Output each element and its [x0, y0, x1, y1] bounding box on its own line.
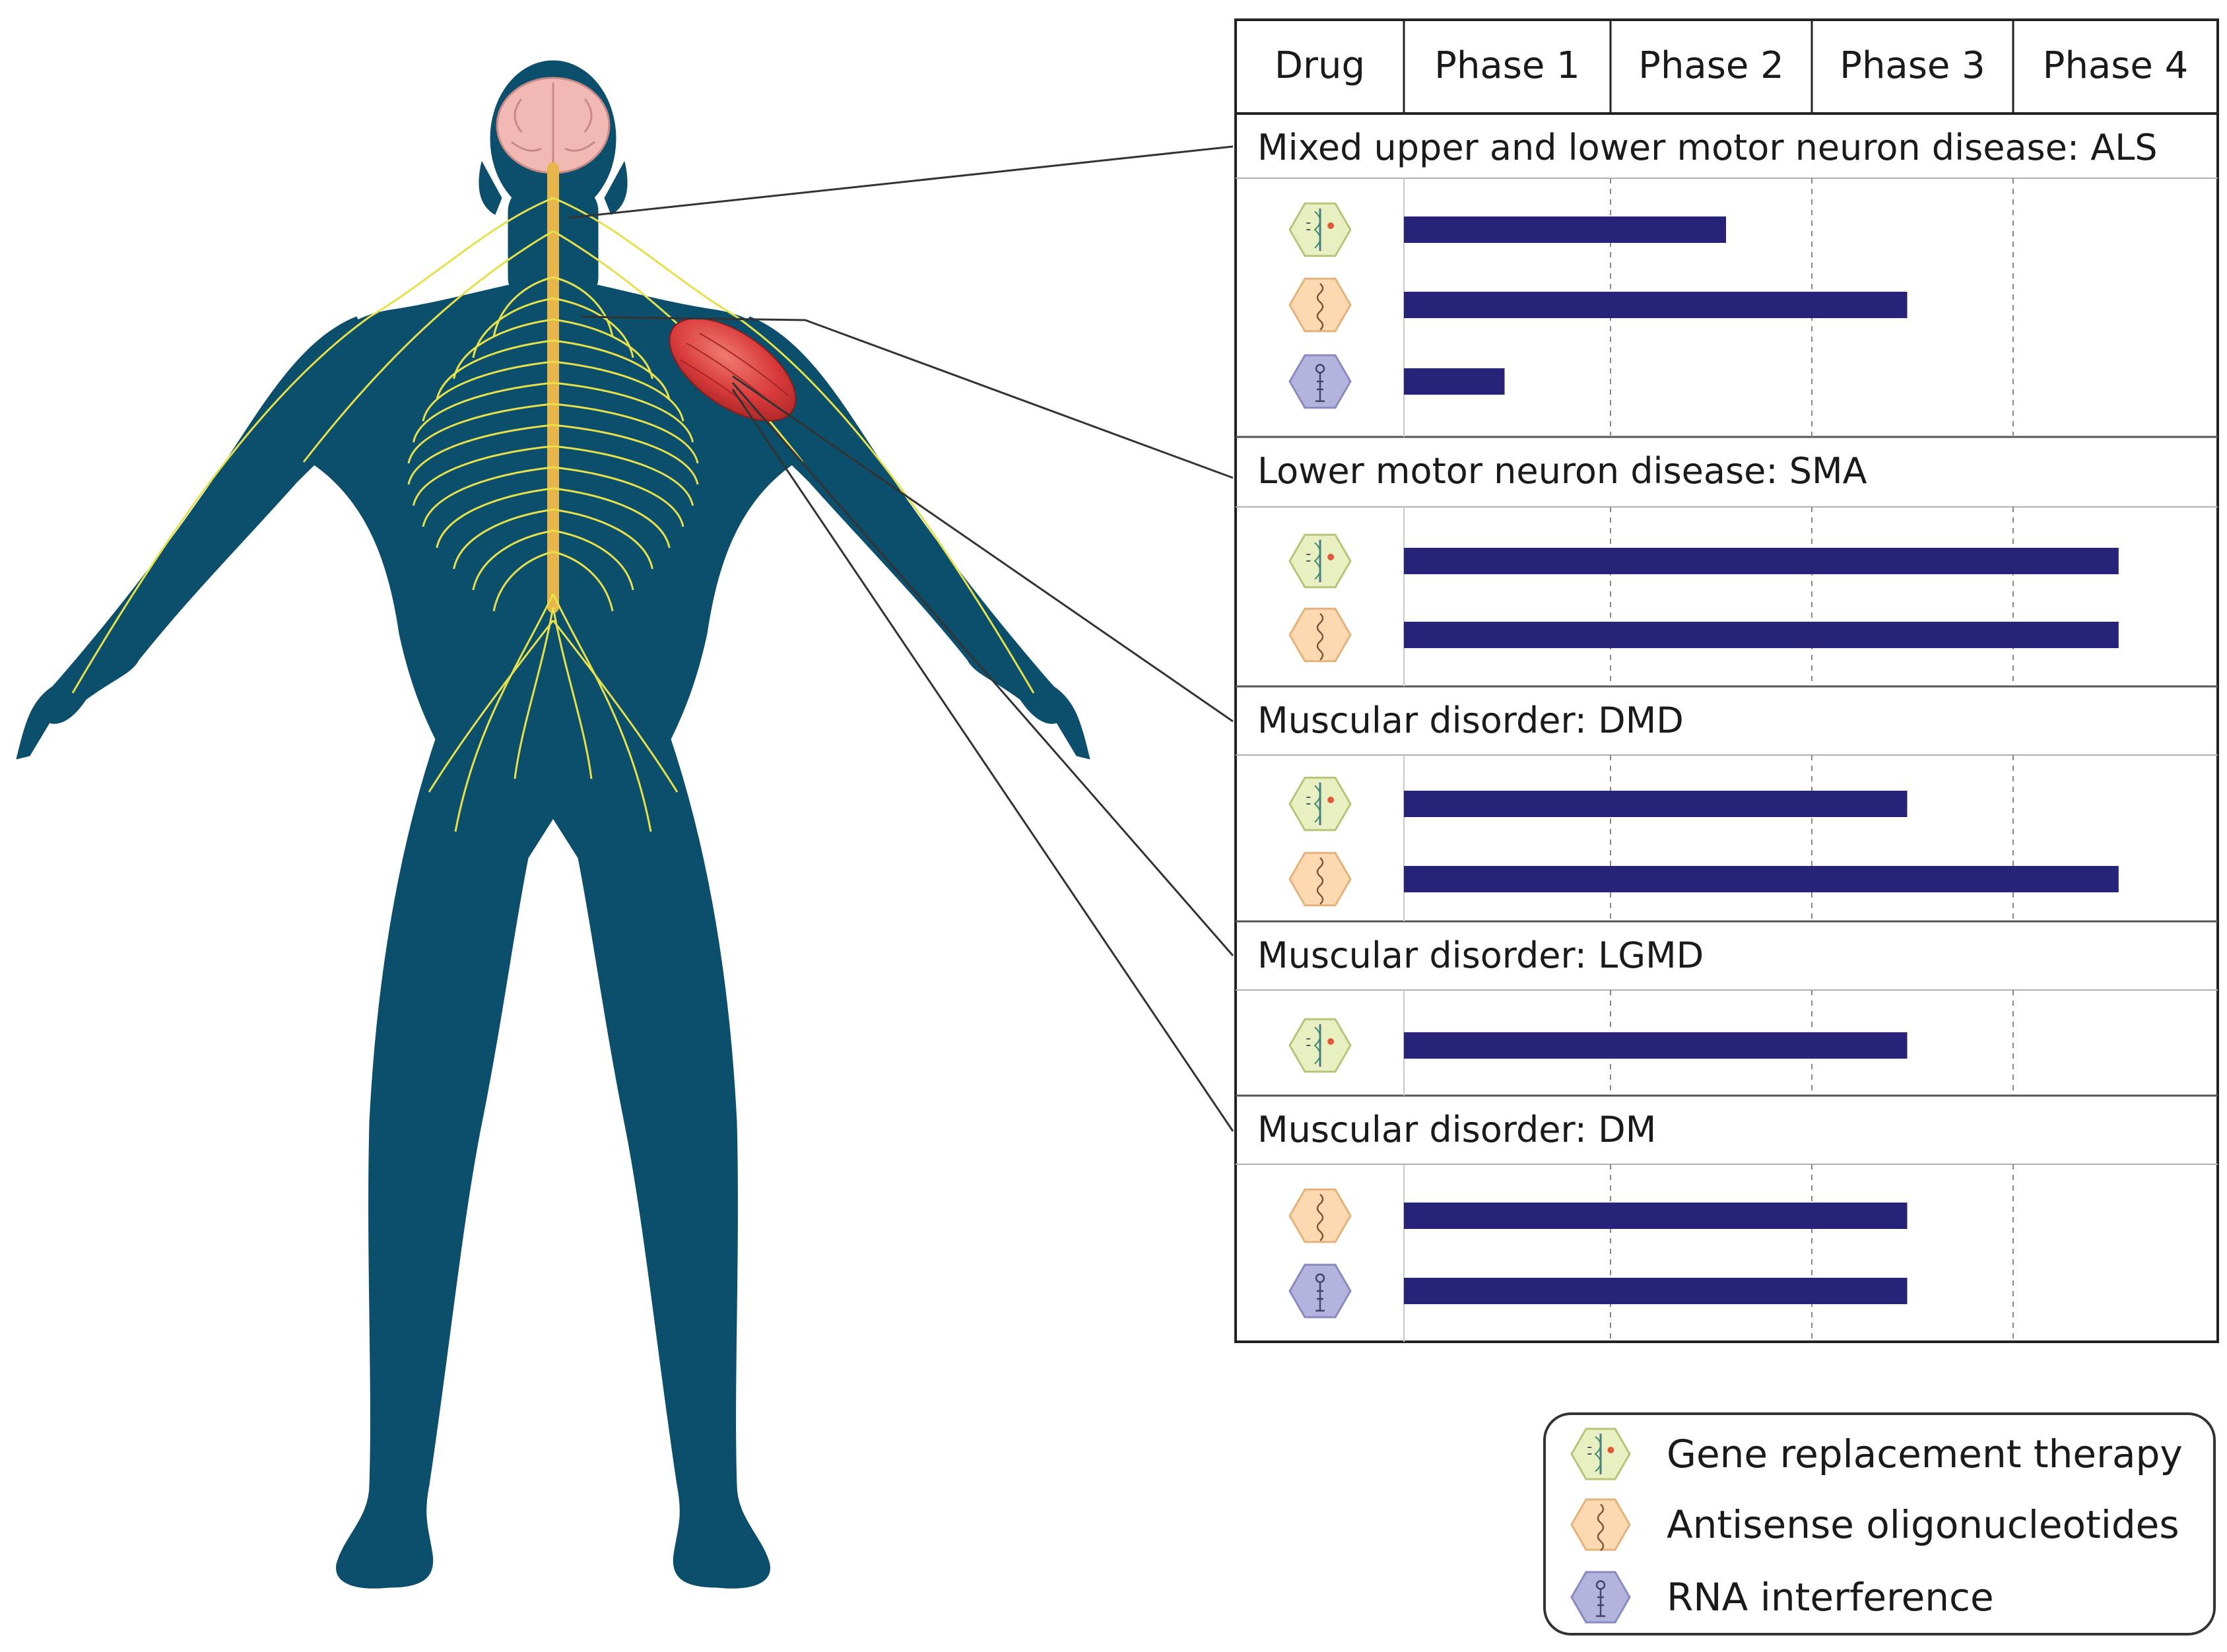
disease-group: Muscular disorder: DMD	[1236, 700, 2218, 923]
table-header-col-drug: Drug	[1275, 44, 1365, 87]
rib-nerve-left	[412, 381, 554, 443]
disease-groups: Mixed upper and lower motor neuron disea…	[1236, 127, 2218, 1342]
rib-nerve-right	[552, 424, 699, 485]
table-header-col-phase-2: Phase 2	[1638, 44, 1784, 87]
phase-bar-antisense	[1404, 292, 1908, 318]
brain	[496, 77, 611, 174]
rib-nerve-right	[552, 487, 671, 548]
legend-label: Gene replacement therapy	[1667, 1432, 2183, 1476]
phase-bar-antisense	[1404, 1203, 1908, 1229]
table-frame	[1234, 18, 2219, 1343]
phase-bar-antisense	[1404, 866, 2119, 892]
rib-nerve-left	[492, 276, 554, 337]
phase-bar-antisense	[1404, 622, 2119, 648]
rib-nerve-right	[552, 508, 653, 570]
disease-group: Muscular disorder: LGMD	[1236, 935, 2218, 1097]
intercostal-nerves	[407, 276, 699, 612]
rib-nerve-right	[552, 339, 671, 401]
legend-label: RNA interference	[1667, 1575, 1994, 1620]
antisense-oligonucleotide-icon	[1288, 607, 1352, 663]
rib-nerve-right	[552, 318, 653, 380]
phase-bar-gene	[1404, 548, 2119, 574]
disease-group-title: Lower motor neuron disease: SMA	[1257, 450, 1867, 492]
legend-item-antisense: Antisense oligonucleotides	[1570, 1498, 2179, 1552]
rib-nerve-right	[552, 529, 634, 591]
gene-replacement-therapy-icon	[1288, 1018, 1352, 1073]
table-header-col-phase-1: Phase 1	[1434, 44, 1580, 87]
antisense-oligonucleotide-icon	[1288, 277, 1352, 333]
gene-replacement-therapy-icon	[1288, 533, 1352, 589]
disease-group-title: Muscular disorder: DM	[1257, 1109, 1656, 1150]
rib-nerve-left	[472, 529, 554, 591]
disease-group-title: Mixed upper and lower motor neuron disea…	[1257, 127, 2158, 168]
rib-nerve-right	[552, 445, 694, 506]
legend-box	[1543, 1412, 2216, 1635]
rib-nerve-right	[552, 466, 684, 527]
disease-group: Lower motor neuron disease: SMA	[1236, 450, 2218, 688]
gene-replacement-therapy-icon	[1288, 202, 1352, 257]
rna-interference-icon	[1288, 354, 1352, 409]
phase-bar-rnai	[1404, 1278, 1908, 1304]
gene-replacement-therapy-icon	[1570, 1428, 1631, 1480]
rib-nerve-right	[552, 403, 699, 464]
disease-group: Muscular disorder: DM	[1236, 1109, 2218, 1342]
table-header-col-phase-4: Phase 4	[2043, 44, 2189, 87]
antisense-oligonucleotide-icon	[1570, 1498, 1631, 1552]
phase-bar-gene	[1404, 216, 1726, 243]
legend-item-rnai: RNA interference	[1570, 1571, 1994, 1624]
antisense-oligonucleotide-icon	[1288, 851, 1352, 907]
rib-nerve-left	[422, 360, 554, 422]
disease-group-title: Muscular disorder: DMD	[1257, 700, 1684, 741]
legend-item-gene: Gene replacement therapy	[1570, 1428, 2183, 1480]
nervous-system-nerves	[71, 197, 1035, 832]
phase-bar-gene	[1404, 1032, 1908, 1059]
rib-nerve-right	[552, 360, 684, 422]
rib-nerve-right	[552, 550, 614, 612]
disease-group: Mixed upper and lower motor neuron disea…	[1236, 127, 2218, 438]
table-header-row: Drug Phase 1 Phase 2 Phase 3 Phase 4	[1236, 20, 2218, 115]
rib-nerve-left	[412, 445, 554, 506]
rib-nerve-left	[453, 318, 554, 380]
rib-nerve-left	[453, 508, 554, 570]
antisense-oligonucleotide-icon	[1288, 1188, 1352, 1243]
phase-bar-gene	[1404, 791, 1908, 817]
human-body-illustration	[16, 60, 1090, 1589]
rib-nerve-left	[407, 424, 554, 485]
rib-nerve-left	[407, 403, 554, 464]
phase-bar-rnai	[1404, 368, 1505, 395]
rib-nerve-right	[552, 381, 694, 443]
rib-nerve-left	[422, 466, 554, 527]
rib-nerve-left	[492, 550, 554, 612]
rib-nerve-left	[436, 487, 554, 548]
rib-nerve-left	[436, 339, 554, 401]
rna-interference-icon	[1570, 1571, 1631, 1624]
legend-label: Antisense oligonucleotides	[1667, 1502, 2179, 1547]
rib-nerve-right	[552, 276, 614, 337]
disease-group-title: Muscular disorder: LGMD	[1257, 935, 1704, 976]
table-header-col-phase-3: Phase 3	[1840, 44, 1985, 87]
connector-lines	[568, 145, 1234, 1132]
clinical-trial-phase-table: Drug Phase 1 Phase 2 Phase 3 Phase 4 Mixed u…	[1234, 18, 2219, 1343]
gene-replacement-therapy-icon	[1288, 776, 1352, 832]
rna-interference-icon	[1288, 1263, 1352, 1319]
